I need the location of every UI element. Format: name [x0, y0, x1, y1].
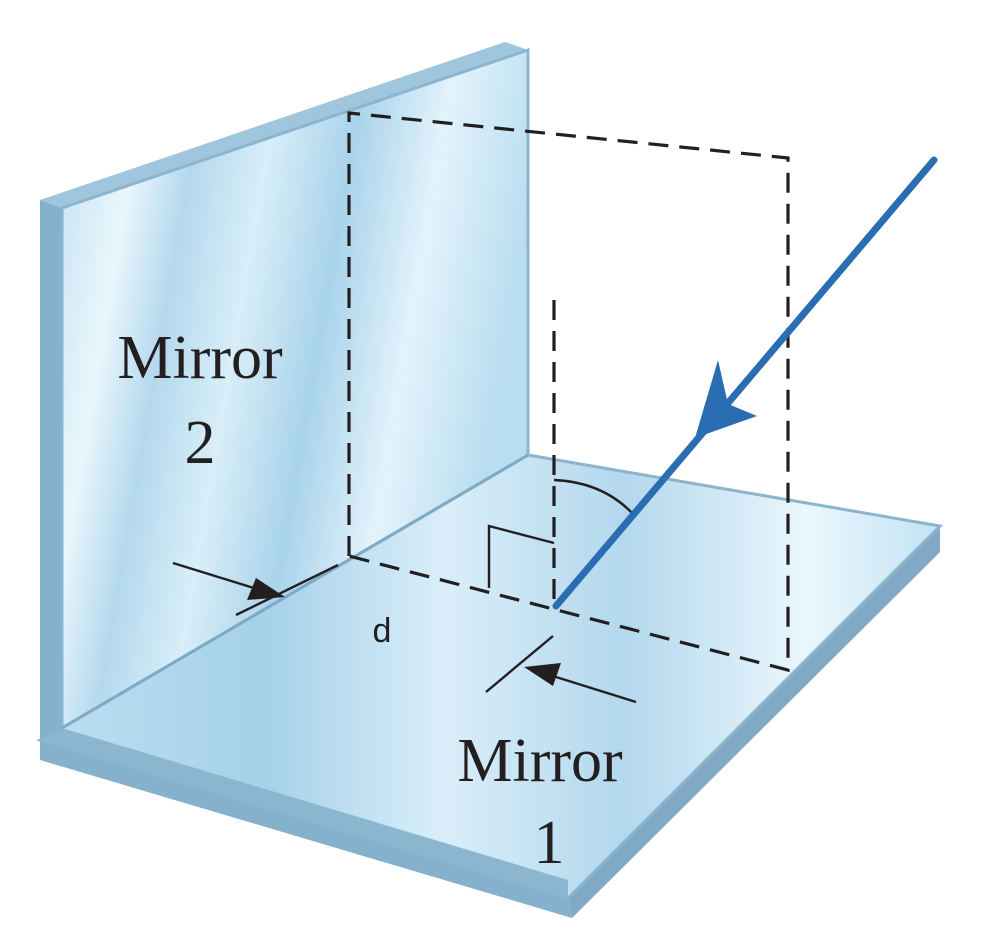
- mirror-2-label-number: 2: [185, 409, 216, 477]
- mirror-2-top-edge: [40, 42, 528, 208]
- mirror-1: [36, 453, 944, 918]
- angle-arc: [553, 478, 633, 514]
- mirror-2-label-word: Mirror: [117, 324, 283, 392]
- mirror-2-side-edge: [40, 200, 62, 745]
- mirror-2: [40, 42, 568, 898]
- plane-of-incidence: [347, 111, 790, 673]
- mirror-2-reference-tick: [235, 563, 339, 617]
- incident-ray: [552, 156, 938, 610]
- mirror-1-front-edge: [40, 740, 572, 918]
- incident-ray-line: [552, 156, 938, 610]
- distance-d-label: d: [373, 612, 392, 650]
- right-angle-marker: [487, 524, 555, 588]
- dashed-plane-outline: [347, 111, 790, 673]
- d-arrow-right-head-icon: [524, 663, 561, 686]
- ray-arrowhead-icon: [695, 360, 757, 438]
- mirror-2-bottom-lip: [40, 728, 568, 898]
- normal-reference-tick: [485, 635, 554, 693]
- mirror-1-label-word: Mirror: [457, 727, 623, 795]
- mirror-corner-seam: [61, 453, 529, 730]
- mirror-1-side-edge: [568, 526, 940, 918]
- mirror-1-label-number: 1: [534, 809, 565, 877]
- distance-d-indicator: [172, 561, 637, 704]
